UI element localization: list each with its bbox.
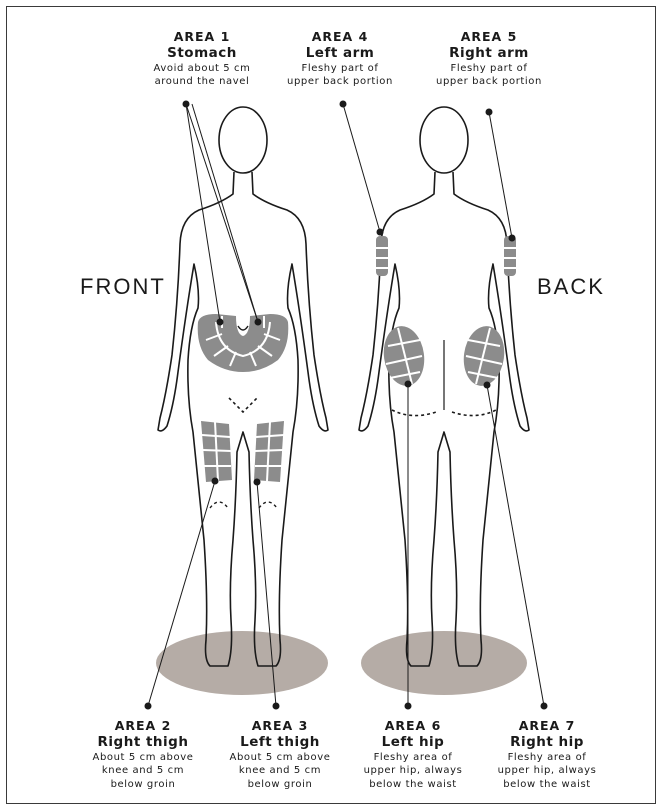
area-number: AREA 6: [338, 718, 488, 734]
front-body-outline: [158, 107, 328, 666]
area-description-line: knee and 5 cm: [205, 765, 355, 778]
area-description-line: About 5 cm above: [205, 752, 355, 765]
area-number: AREA 3: [205, 718, 355, 734]
back-floor-shadow: [361, 631, 527, 695]
knee-markers: [210, 502, 277, 508]
area-number: AREA 7: [472, 718, 622, 734]
area-number: AREA 4: [265, 29, 415, 45]
area-description-line: below groin: [68, 779, 218, 792]
area-number: AREA 1: [127, 29, 277, 45]
right-arm-injection-zone: [504, 236, 516, 276]
area-name: Right hip: [472, 734, 622, 751]
right-thigh-injection-zone: [201, 421, 232, 482]
area-name: Left arm: [265, 45, 415, 62]
area-4-label: AREA 4 Left arm Fleshy part of upper bac…: [265, 29, 415, 89]
left-hip-injection-zone: [380, 324, 428, 389]
area-description-line: knee and 5 cm: [68, 765, 218, 778]
left-thigh-injection-zone: [254, 421, 284, 482]
front-floor-shadow: [156, 631, 328, 695]
area-1-label: AREA 1 Stomach Avoid about 5 cm around t…: [127, 29, 277, 89]
area-description-line: around the navel: [127, 76, 277, 89]
area-description-line: upper hip, always: [472, 765, 622, 778]
back-view-label: BACK: [537, 274, 605, 300]
area-description-line: Avoid about 5 cm: [127, 63, 277, 76]
area-description-line: below groin: [205, 779, 355, 792]
leader-dots: [145, 101, 548, 710]
area-name: Left thigh: [205, 734, 355, 751]
area-description-line: upper back portion: [265, 76, 415, 89]
area-description-line: Fleshy area of: [472, 752, 622, 765]
area-number: AREA 2: [68, 718, 218, 734]
area-name: Right arm: [414, 45, 564, 62]
front-view-label: FRONT: [80, 274, 166, 300]
area-description-line: Fleshy part of: [265, 63, 415, 76]
left-arm-injection-zone: [376, 236, 388, 276]
area-number: AREA 5: [414, 29, 564, 45]
area-3-label: AREA 3 Left thigh About 5 cm above knee …: [205, 718, 355, 791]
area-6-label: AREA 6 Left hip Fleshy area of upper hip…: [338, 718, 488, 791]
area-description-line: upper back portion: [414, 76, 564, 89]
area-description-line: upper hip, always: [338, 765, 488, 778]
area-description-line: Fleshy part of: [414, 63, 564, 76]
area-description-line: below the waist: [338, 779, 488, 792]
area-2-label: AREA 2 Right thigh About 5 cm above knee…: [68, 718, 218, 791]
area-description-line: below the waist: [472, 779, 622, 792]
area-description-line: About 5 cm above: [68, 752, 218, 765]
area-name: Right thigh: [68, 734, 218, 751]
area-description-line: Fleshy area of: [338, 752, 488, 765]
area-7-label: AREA 7 Right hip Fleshy area of upper hi…: [472, 718, 622, 791]
stomach-injection-zone: [198, 314, 289, 372]
area-5-label: AREA 5 Right arm Fleshy part of upper ba…: [414, 29, 564, 89]
area-name: Stomach: [127, 45, 277, 62]
area-name: Left hip: [338, 734, 488, 751]
right-hip-injection-zone: [460, 324, 508, 389]
